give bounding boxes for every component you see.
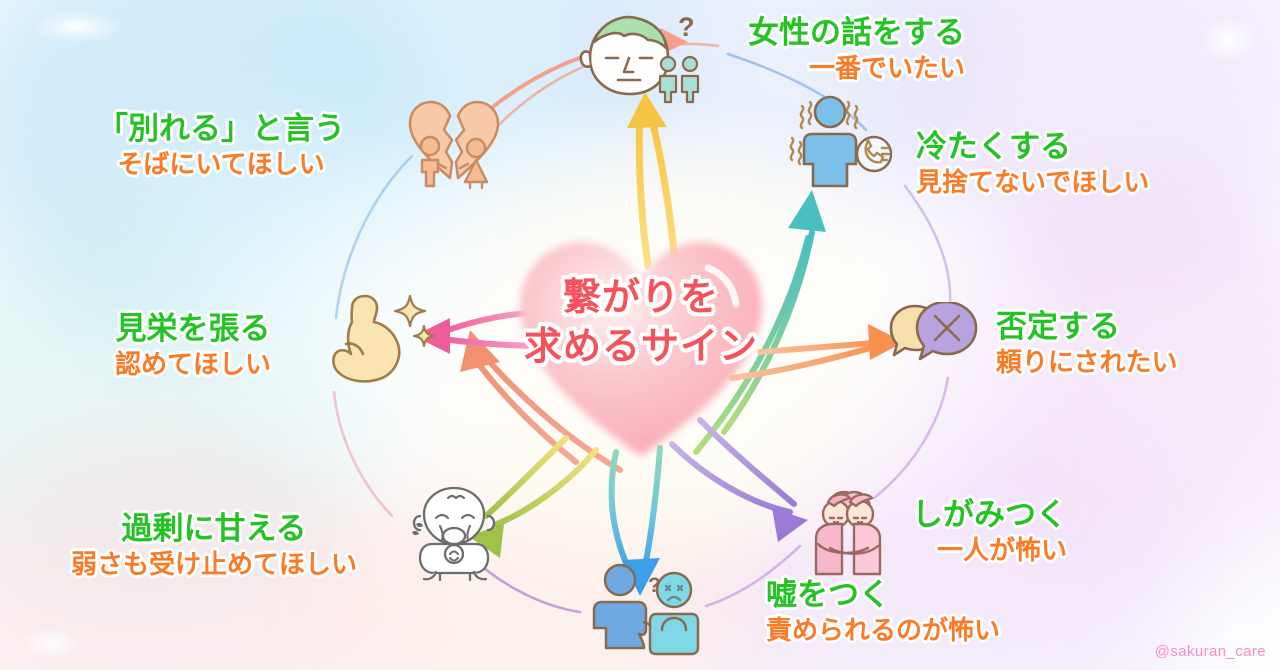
label-main: 否定する [996,309,1120,344]
label-main: 過剰に甘える [121,511,307,546]
center-heart: 繋がりを 求めるサイン [512,228,770,468]
label-sub: 頼りにされたい [996,346,1178,377]
label-sub: 見捨てないでほしい [916,166,1150,197]
center-title: 繋がりを 求めるサイン [523,277,758,368]
label-main: 女性の話をする [748,15,965,50]
label-act-cold: 冷たくする 見捨てないでほしい [916,129,1150,198]
label-main: しがみつく [912,497,1067,532]
confused-man-with-two-women-icon: ? [574,6,704,111]
label-tell-lies: 嘘をつく 責められるのが怖い [766,577,1001,646]
broken-heart-couple-icon [402,96,506,197]
speech-bubble-with-x-icon [888,300,980,385]
label-sub: 一人が怖い [936,534,1067,565]
label-sub: 一番でいたい [808,52,965,83]
label-deny: 否定する 頼りにされたい [996,309,1178,378]
svg-text:?: ? [648,574,661,597]
label-sub: 責められるのが怖い [766,614,1001,645]
heart-shape-icon [520,242,762,456]
label-sub: 弱さも受け止めてほしい [70,548,357,579]
label-say-breakup: 「別れる」と言う そばにいてほしい [62,111,380,180]
svg-text:?: ? [678,12,695,42]
shivering-person-with-phone-icon [786,90,896,195]
label-sub: そばにいてほしい [117,148,325,179]
label-show-off: 見栄を張る 認めてほしい [86,311,300,380]
label-excessive-dependence: 過剰に甘える 弱さも受け止めてほしい [26,511,402,580]
label-cling: しがみつく 一人が怖い [912,497,1067,566]
watermark: @sakuran_care [1154,643,1266,660]
label-sub: 認めてほしい [114,348,271,379]
blaming-pair-icon: ? [586,558,700,663]
label-main: 冷たくする [916,129,1071,164]
label-main: 見栄を張る [115,311,271,346]
flexed-biceps-icon [332,292,440,389]
crying-baby-icon [406,486,504,589]
label-main: 「別れる」と言う [97,111,345,146]
label-main: 嘘をつく [766,577,890,612]
hugging-couple-icon [798,484,898,587]
label-talk-about-women: 女性の話をする 一番でいたい [748,15,965,84]
